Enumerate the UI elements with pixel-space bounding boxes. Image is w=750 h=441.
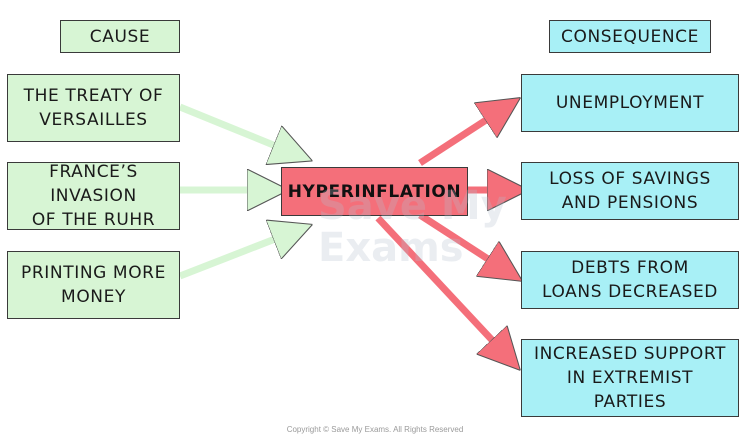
hyperinflation-box: HYPERINFLATION xyxy=(281,167,468,216)
cause-treaty-of-versailles: THE TREATY OF VERSAILLES xyxy=(7,74,180,142)
arrow-hyperinflation-to-debts xyxy=(418,212,505,270)
arrow-printing-to-hyperinflation xyxy=(178,232,293,280)
cause-invasion-of-ruhr: FRANCE’S INVASION OF THE RUHR xyxy=(7,162,180,230)
consequence-header: CONSEQUENCE xyxy=(549,20,711,53)
arrow-hyperinflation-to-extremist-support xyxy=(375,215,506,355)
consequence-debts-decreased: DEBTS FROM LOANS DECREASED xyxy=(521,251,739,309)
consequence-extremist-support: INCREASED SUPPORT IN EXTREMIST PARTIES xyxy=(521,339,739,417)
consequence-loss-of-savings: LOSS OF SAVINGS AND PENSIONS xyxy=(521,162,739,220)
copyright-notice: Copyright © Save My Exams. All Rights Re… xyxy=(286,425,464,434)
consequence-unemployment: UNEMPLOYMENT xyxy=(521,74,739,132)
arrow-hyperinflation-to-unemployment xyxy=(418,109,503,166)
arrow-treaty-to-hyperinflation xyxy=(178,103,293,153)
cause-header: CAUSE xyxy=(60,20,180,53)
cause-printing-money: PRINTING MORE MONEY xyxy=(7,251,180,319)
